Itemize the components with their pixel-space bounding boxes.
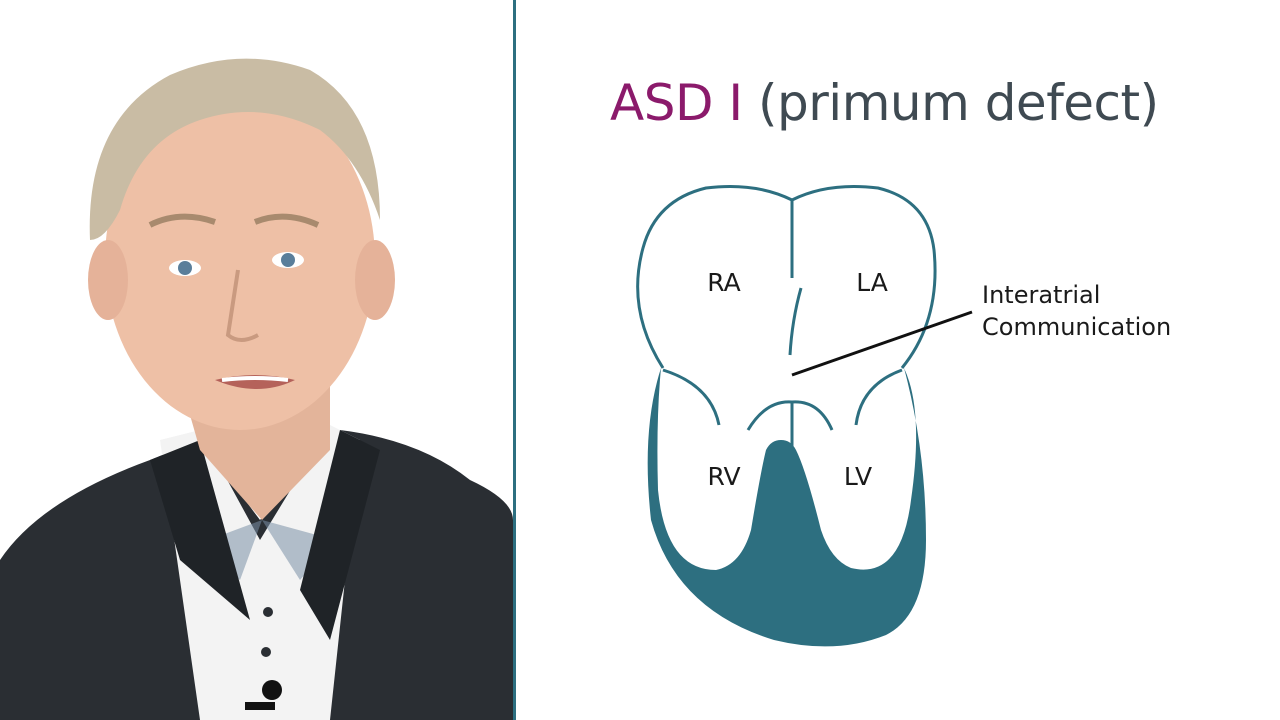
- label-la: LA: [856, 268, 888, 297]
- septum-primum: [788, 287, 803, 356]
- callout-line1: Interatrial: [982, 281, 1100, 309]
- label-rv: RV: [707, 462, 740, 491]
- ventricle-wall: [647, 368, 926, 647]
- label-lv: LV: [844, 462, 872, 491]
- mitral-valve: [854, 368, 903, 426]
- slide-title: ASD I (primum defect): [610, 68, 1270, 138]
- callout-line: [791, 310, 973, 377]
- title-accent: ASD I: [610, 74, 743, 132]
- title-rest: (primum defect): [758, 74, 1159, 132]
- presenter-video: [0, 0, 513, 720]
- slide-panel: ASD I (primum defect) RA LA RV LV Intera…: [516, 0, 1280, 720]
- tricuspid-valve: [662, 368, 721, 426]
- label-ra: RA: [707, 268, 740, 297]
- av-valve-center: [746, 400, 834, 431]
- panel-divider: [513, 0, 516, 720]
- heart-diagram: RA LA RV LV Interatrial Communication: [636, 185, 1171, 647]
- presenter-figure: [0, 58, 513, 720]
- callout-line2: Communication: [982, 313, 1171, 341]
